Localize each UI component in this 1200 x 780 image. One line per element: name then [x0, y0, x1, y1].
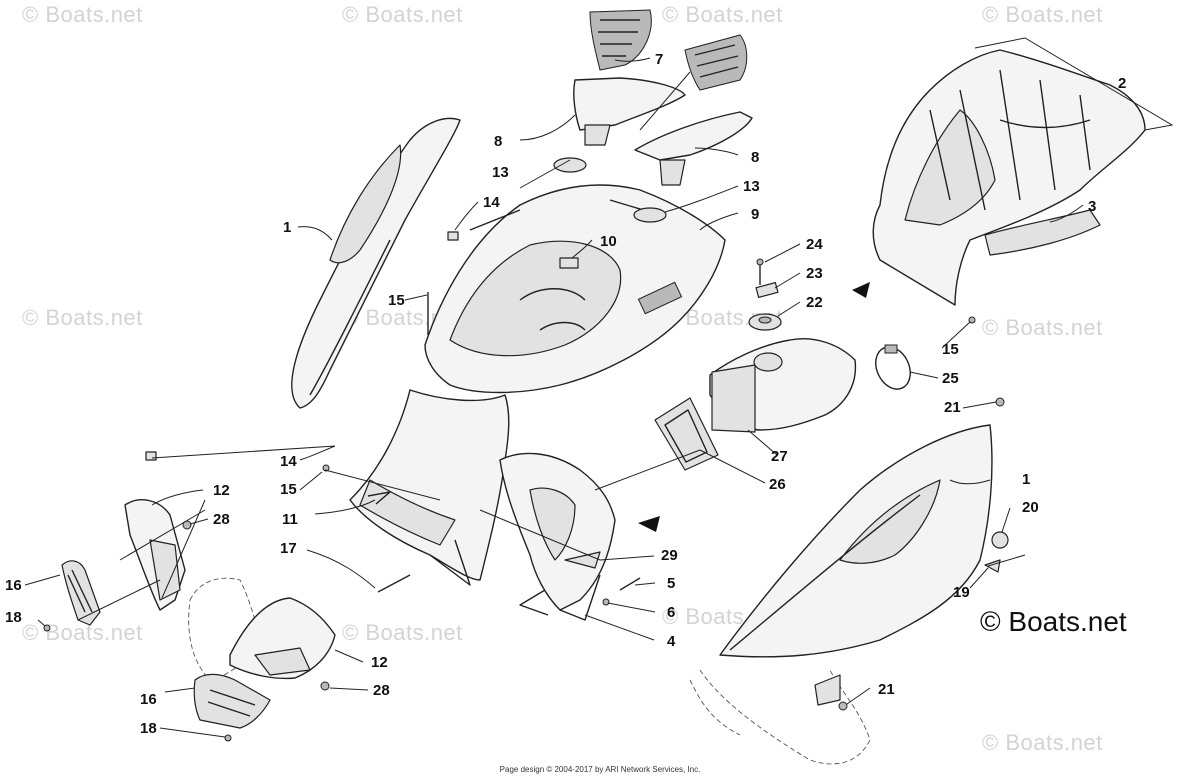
callout-13-left[interactable]: 13	[492, 164, 509, 181]
callout-14-upper[interactable]: 14	[483, 194, 500, 211]
part-12-left-upper-bracket	[124, 499, 186, 611]
left-lower-fairing-dashed	[188, 577, 261, 681]
part-13-grommet-right	[633, 207, 667, 223]
part-21-screw-top	[995, 397, 1005, 407]
callout-11[interactable]: 11	[282, 511, 298, 528]
brand-mark: © Boats.net	[980, 606, 1127, 637]
leader-lines	[24, 57, 1084, 738]
part-18-screw-upper	[43, 624, 51, 632]
part-28-screw-lower	[320, 681, 330, 691]
watermark: © Boats.net	[342, 2, 463, 27]
front-nose-lower	[349, 389, 510, 586]
callout-4[interactable]: 4	[667, 633, 676, 650]
part-4-bracket	[499, 452, 616, 621]
callout-24[interactable]: 24	[806, 236, 823, 253]
part-6-washer	[602, 598, 610, 606]
part-1-left-side-panel	[291, 117, 461, 409]
part-2-bracket-lines	[974, 37, 1174, 131]
part-10-label	[559, 257, 579, 269]
callout-27[interactable]: 27	[771, 448, 788, 465]
part-24-screw	[756, 258, 764, 285]
callout-14-lower[interactable]: 14	[280, 453, 297, 470]
callout-15-mid[interactable]: 15	[280, 481, 297, 498]
part-2-top-shroud	[872, 49, 1146, 306]
callout-1-left[interactable]: 1	[283, 219, 291, 236]
callout-13-right[interactable]: 13	[743, 178, 760, 195]
callout-19[interactable]: 19	[953, 584, 970, 601]
callout-3[interactable]: 3	[1088, 198, 1096, 215]
watermark: © Boats.net	[662, 2, 783, 27]
part-19-clip	[984, 559, 1001, 573]
footer-credit: Page design © 2004-2017 by ARI Network S…	[499, 765, 701, 774]
callout-26[interactable]: 26	[769, 476, 786, 493]
callout-2[interactable]: 2	[1118, 75, 1126, 92]
part-25-hose-clamp	[875, 344, 911, 390]
part-7-vent-grille-left	[589, 9, 652, 71]
part-15-bolt-mid	[322, 464, 330, 472]
callout-12-upper[interactable]: 12	[213, 482, 230, 499]
callout-6[interactable]: 6	[667, 604, 675, 621]
part-7-vent-grille-right	[684, 34, 748, 91]
part-15-bolt-right	[968, 316, 976, 324]
callout-5[interactable]: 5	[667, 575, 675, 592]
callout-21-upper[interactable]: 21	[944, 399, 961, 416]
part-18-screw-lower	[224, 734, 232, 742]
part-9-main-hood	[424, 184, 726, 394]
part-21-screw-bottom	[838, 701, 848, 711]
callout-7[interactable]: 7	[655, 51, 663, 68]
callout-16-lower[interactable]: 16	[140, 691, 157, 708]
callout-8-left[interactable]: 8	[494, 133, 502, 150]
callout-17[interactable]: 17	[280, 540, 297, 557]
part-13-grommet-left	[553, 157, 587, 173]
watermark: © Boats.net	[22, 2, 143, 27]
watermark: © Boats.net	[22, 305, 143, 330]
part-17-screw	[377, 574, 411, 593]
callout-16-upper[interactable]: 16	[5, 577, 22, 594]
watermark: © Boats.net	[982, 730, 1103, 755]
callout-25[interactable]: 25	[942, 370, 959, 387]
callout-10[interactable]: 10	[600, 233, 617, 250]
watermark: © Boats.net	[982, 2, 1103, 27]
part-14-clip-lower	[145, 451, 157, 461]
callout-20[interactable]: 20	[1022, 499, 1039, 516]
callout-21-lower[interactable]: 21	[878, 681, 895, 698]
callout-15-upper[interactable]: 15	[388, 292, 405, 309]
part-26-gasket	[654, 397, 719, 471]
part-27-air-intake	[709, 338, 857, 433]
part-3-shroud-seal	[984, 209, 1101, 256]
callout-9[interactable]: 9	[751, 206, 759, 223]
callout-18-upper[interactable]: 18	[5, 609, 22, 626]
callout-28-upper[interactable]: 28	[213, 511, 230, 528]
callout-28-lower[interactable]: 28	[373, 682, 390, 699]
part-8-vent-duct-right	[634, 111, 753, 186]
watermark: © Boats.net	[22, 620, 143, 645]
callout-15-right[interactable]: 15	[942, 341, 959, 358]
part-14-clip-upper	[447, 231, 459, 241]
part-22-boot	[748, 313, 782, 331]
part-1-right-side-panel	[719, 424, 993, 658]
direction-arrow-top	[852, 282, 870, 298]
part-16-left-lower-vent	[193, 673, 271, 729]
watermark: © Boats.net	[342, 620, 463, 645]
part-12-left-lower-bracket	[229, 597, 336, 680]
direction-arrow-mid	[638, 516, 660, 532]
watermark: © Boats.net	[982, 315, 1103, 340]
part-8-vent-duct-left	[573, 77, 686, 146]
part-16-left-vent	[61, 560, 101, 626]
lower-right-fairing-dashed	[689, 669, 871, 765]
callout-22[interactable]: 22	[806, 294, 823, 311]
part-11-tie	[367, 491, 391, 505]
part-20-button	[991, 531, 1009, 549]
callout-18-lower[interactable]: 18	[140, 720, 157, 737]
callout-1-right[interactable]: 1	[1022, 471, 1030, 488]
callout-29[interactable]: 29	[661, 547, 678, 564]
callout-23[interactable]: 23	[806, 265, 823, 282]
part-5-screw	[619, 577, 641, 591]
callout-8-right[interactable]: 8	[751, 149, 759, 166]
callout-12-lower[interactable]: 12	[371, 654, 388, 671]
